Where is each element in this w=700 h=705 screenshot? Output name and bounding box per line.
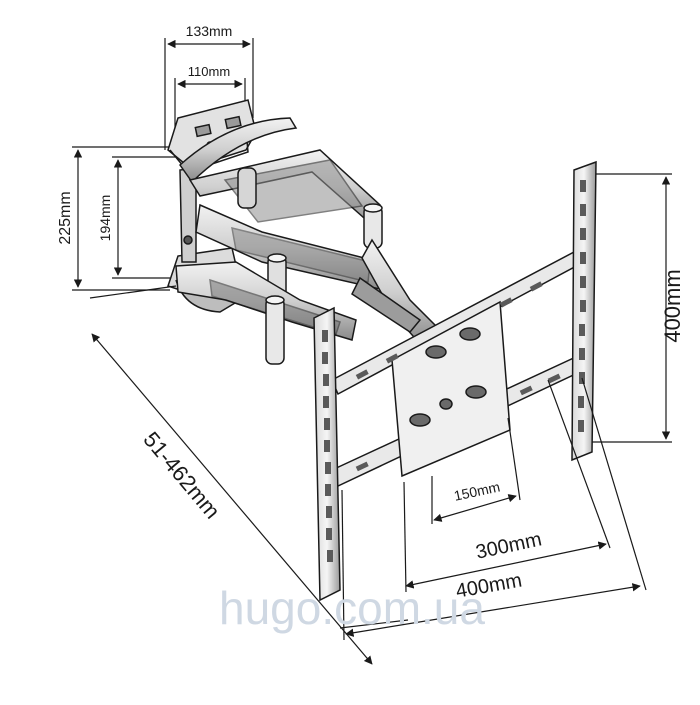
vesa-bracket <box>313 160 597 602</box>
watermark: hugo.com.ua <box>219 582 485 634</box>
vesa-dimensions <box>89 173 672 665</box>
height-194-label: 194mm <box>97 195 113 242</box>
extension-range-dimension-line <box>91 333 373 665</box>
width-133-label: 133mm <box>186 23 233 39</box>
vesa-width-300-dimension-line <box>405 541 607 589</box>
height-225-label: 225mm <box>57 191 74 244</box>
width-110-label: 110mm <box>188 64 230 79</box>
vesa-width-150-label: 150mm <box>452 478 501 503</box>
vesa-width-400-dimension-line <box>345 583 641 637</box>
articulating-arms <box>175 117 442 365</box>
vesa-height-400-label: 400mm <box>660 269 685 342</box>
vesa-width-300-label: 300mm <box>474 528 544 563</box>
vesa-width-150-dimension-line <box>433 494 517 522</box>
wall-plate-dimensions <box>72 38 254 291</box>
